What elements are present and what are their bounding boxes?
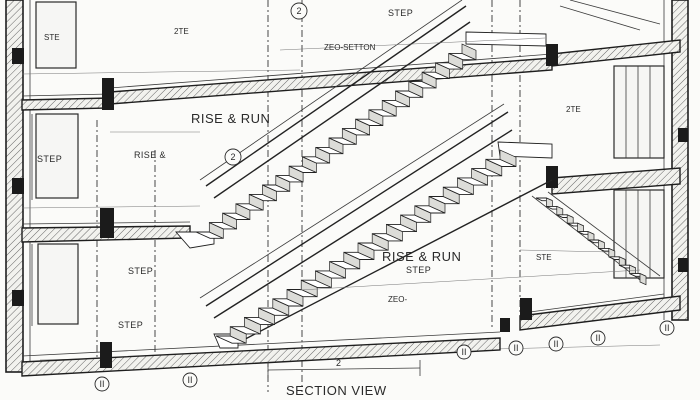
upper-steps — [195, 43, 477, 239]
svg-text:II: II — [99, 379, 104, 389]
label-rise-short: RISE & — [134, 150, 166, 160]
grid-bubbles: II II II II II II II — [94, 320, 675, 392]
label-step-lower-right: STEP — [406, 265, 431, 275]
label-rise-run-lower: RISE & RUN — [382, 249, 461, 264]
label-zeo-lower: ZEO- — [388, 295, 407, 304]
grid-bubble: II — [508, 340, 524, 356]
labels: RISE & RUN RISE & RUN RISE & STEP STEP S… — [37, 8, 581, 330]
drawing-title: SECTION VIEW — [286, 383, 387, 398]
label-step-top: STEP — [388, 8, 413, 18]
label-zeo-section: ZEO-SETTON — [324, 43, 376, 52]
label-ste-top-left: STE — [44, 33, 60, 42]
label-step-mid-left: STEP — [37, 154, 62, 164]
grid-bubble: II — [94, 376, 110, 392]
grid-bubble: II — [456, 344, 472, 360]
right-minor-stairs — [531, 0, 661, 286]
section-marker-mid-text: 2 — [230, 152, 235, 162]
grid-bubble: II — [659, 320, 675, 336]
section-marker-top: 2 — [290, 2, 308, 20]
stair-riser — [499, 149, 517, 168]
svg-text:II: II — [595, 333, 600, 343]
section-marker-mid: 2 — [224, 148, 242, 166]
dimension-value: 2 — [336, 358, 341, 368]
label-zte-top: 2TE — [174, 27, 189, 36]
label-step-bottom-left: STEP — [118, 320, 143, 330]
svg-text:II: II — [553, 339, 558, 349]
left-doors — [31, 1, 79, 326]
upper-stair-flight — [175, 0, 547, 249]
svg-text:II: II — [461, 347, 466, 357]
label-rise-run-upper: RISE & RUN — [191, 111, 270, 126]
lower-steps — [215, 149, 517, 344]
left-exterior-wall — [5, 0, 31, 373]
grid-bubble: II — [182, 372, 198, 388]
label-step-lower-left: STEP — [128, 266, 153, 276]
lower-stair-flight — [199, 103, 553, 349]
stair-riser — [639, 273, 647, 286]
level-lines — [21, 37, 641, 291]
grid-bubble: II — [548, 336, 564, 352]
section-marker-top-text: 2 — [296, 6, 301, 16]
svg-text:II: II — [664, 323, 669, 333]
right-steps — [535, 197, 647, 286]
label-ste-right: STE — [536, 253, 552, 262]
dimension-line: 2 — [267, 358, 421, 378]
grid-bubble: II — [590, 330, 606, 346]
stair-riser — [461, 43, 477, 61]
svg-text:II: II — [187, 375, 192, 385]
label-zte-right: 2TE — [566, 105, 581, 114]
svg-text:II: II — [513, 343, 518, 353]
structural-blocks — [100, 44, 558, 368]
